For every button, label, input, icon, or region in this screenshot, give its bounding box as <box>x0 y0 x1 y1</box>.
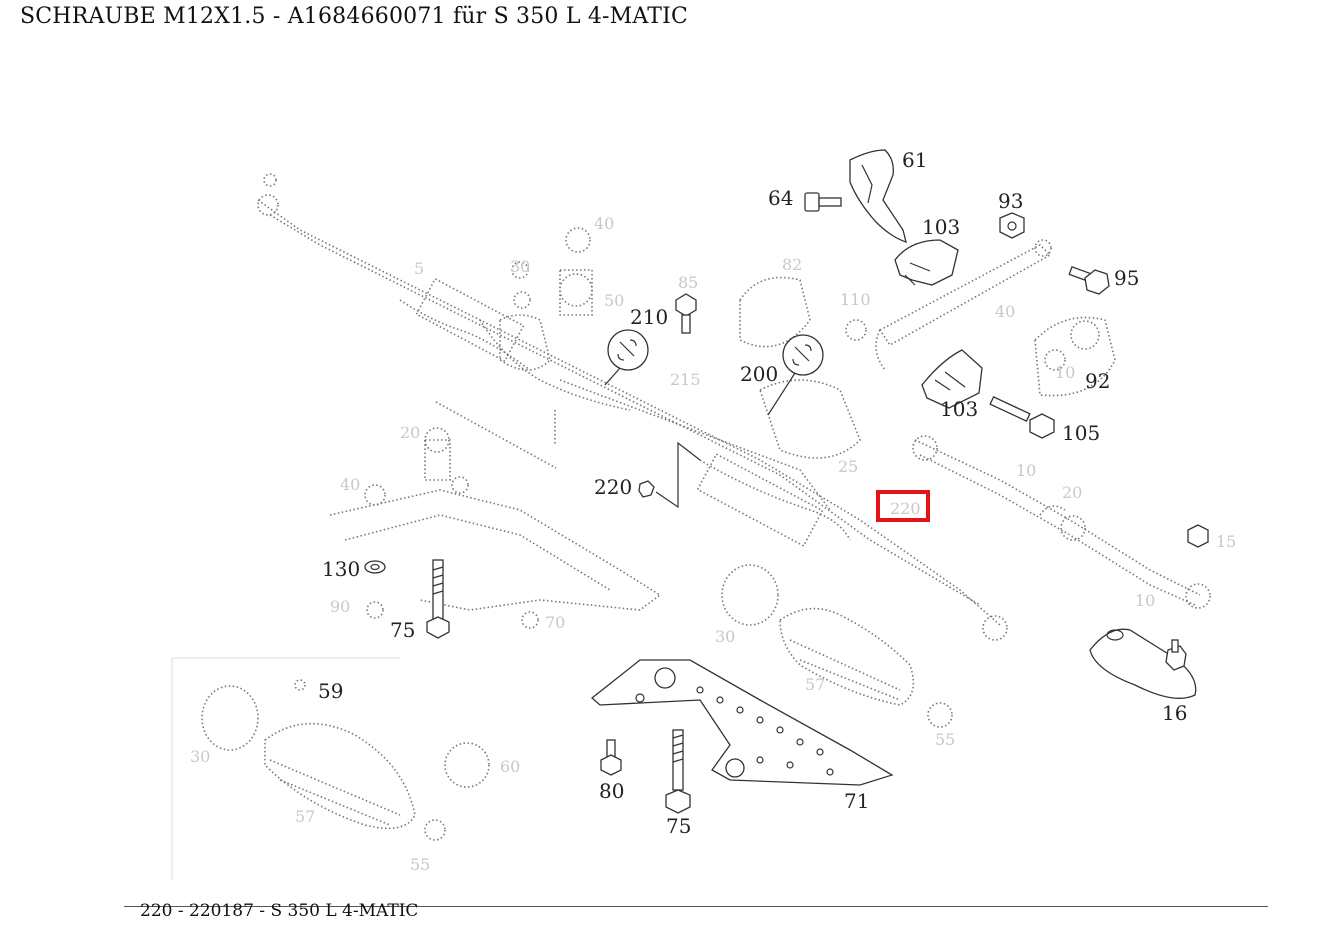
svg-text:10: 10 <box>1055 363 1075 382</box>
svg-text:30: 30 <box>190 747 210 766</box>
bracket-61 <box>849 149 907 243</box>
svg-text:55: 55 <box>935 730 955 749</box>
wrench-icon-200 <box>767 334 824 416</box>
bolt-210 <box>675 293 697 334</box>
svg-text:15: 15 <box>1216 532 1236 551</box>
label-59: 59 <box>318 679 343 703</box>
label-103-upper: 103 <box>922 215 960 239</box>
mount-103-lower <box>921 349 983 409</box>
bolt-75-lower <box>665 729 691 814</box>
label-220: 220 <box>594 475 632 499</box>
svg-text:215: 215 <box>670 370 701 389</box>
bolt-80 <box>600 739 622 776</box>
ball-joint-16 <box>1089 628 1197 699</box>
svg-text:40: 40 <box>594 214 614 233</box>
nut-right <box>1187 524 1209 548</box>
svg-text:10: 10 <box>1016 461 1036 480</box>
svg-text:20: 20 <box>400 423 420 442</box>
svg-text:20: 20 <box>1062 483 1082 502</box>
svg-text:40: 40 <box>995 302 1015 321</box>
left-crossmember-dotted <box>329 427 662 629</box>
svg-text:50: 50 <box>604 291 624 310</box>
screw-220 <box>638 441 701 509</box>
label-16: 16 <box>1162 701 1187 725</box>
subframe-71 <box>590 659 894 786</box>
svg-text:25: 25 <box>838 457 858 476</box>
label-80: 80 <box>599 779 624 803</box>
svg-text:70: 70 <box>545 613 565 632</box>
label-210: 210 <box>630 305 668 329</box>
boot-parts-right <box>1034 316 1116 397</box>
page-title: SCHRAUBE M12X1.5 - A1684660071 für S 350… <box>20 4 689 29</box>
bolt-64 <box>804 192 842 212</box>
inner-shaft <box>875 239 1052 371</box>
svg-text:55: 55 <box>410 855 430 874</box>
nut-93 <box>999 212 1025 239</box>
svg-text:110: 110 <box>840 290 871 309</box>
svg-text:57: 57 <box>295 807 315 826</box>
footer-caption: 220 - 220187 - S 350 L 4-MATIC <box>140 901 419 921</box>
faint-labels: 5 30 40 50 85 82 110 40 10 10 20 15 10 2… <box>190 214 1236 874</box>
svg-text:10: 10 <box>1135 591 1155 610</box>
svg-text:30: 30 <box>715 627 735 646</box>
bolt-105 <box>989 396 1055 439</box>
mount-103-upper <box>894 239 959 286</box>
svg-text:40: 40 <box>340 475 360 494</box>
svg-text:82: 82 <box>782 255 802 274</box>
label-92: 92 <box>1085 369 1110 393</box>
label-130: 130 <box>322 557 360 581</box>
label-71: 71 <box>844 789 869 813</box>
inset-box <box>171 657 490 880</box>
svg-text:5: 5 <box>414 259 424 278</box>
svg-text:90: 90 <box>330 597 350 616</box>
svg-text:60: 60 <box>500 757 520 776</box>
svg-text:57: 57 <box>805 675 825 694</box>
svg-text:220: 220 <box>890 499 921 518</box>
label-75-lower: 75 <box>666 814 691 838</box>
label-75-left: 75 <box>390 618 415 642</box>
label-61: 61 <box>902 148 927 172</box>
steering-rack-assembly <box>257 173 1008 641</box>
boot-center <box>721 564 953 728</box>
label-105: 105 <box>1062 421 1100 445</box>
label-64: 64 <box>768 186 793 210</box>
label-103-lower: 103 <box>940 397 978 421</box>
footer-divider <box>124 906 1268 907</box>
tie-rod-right <box>912 435 1211 609</box>
washer-130 <box>364 560 386 574</box>
bolt-95 <box>1068 265 1110 295</box>
label-93: 93 <box>998 189 1023 213</box>
label-95: 95 <box>1114 266 1139 290</box>
svg-text:30: 30 <box>510 257 530 276</box>
bolt-75-left <box>426 559 450 639</box>
label-200: 200 <box>740 362 778 386</box>
wrench-icon-210 <box>604 329 649 386</box>
svg-text:85: 85 <box>678 273 698 292</box>
selected-part-highlight <box>876 490 930 522</box>
